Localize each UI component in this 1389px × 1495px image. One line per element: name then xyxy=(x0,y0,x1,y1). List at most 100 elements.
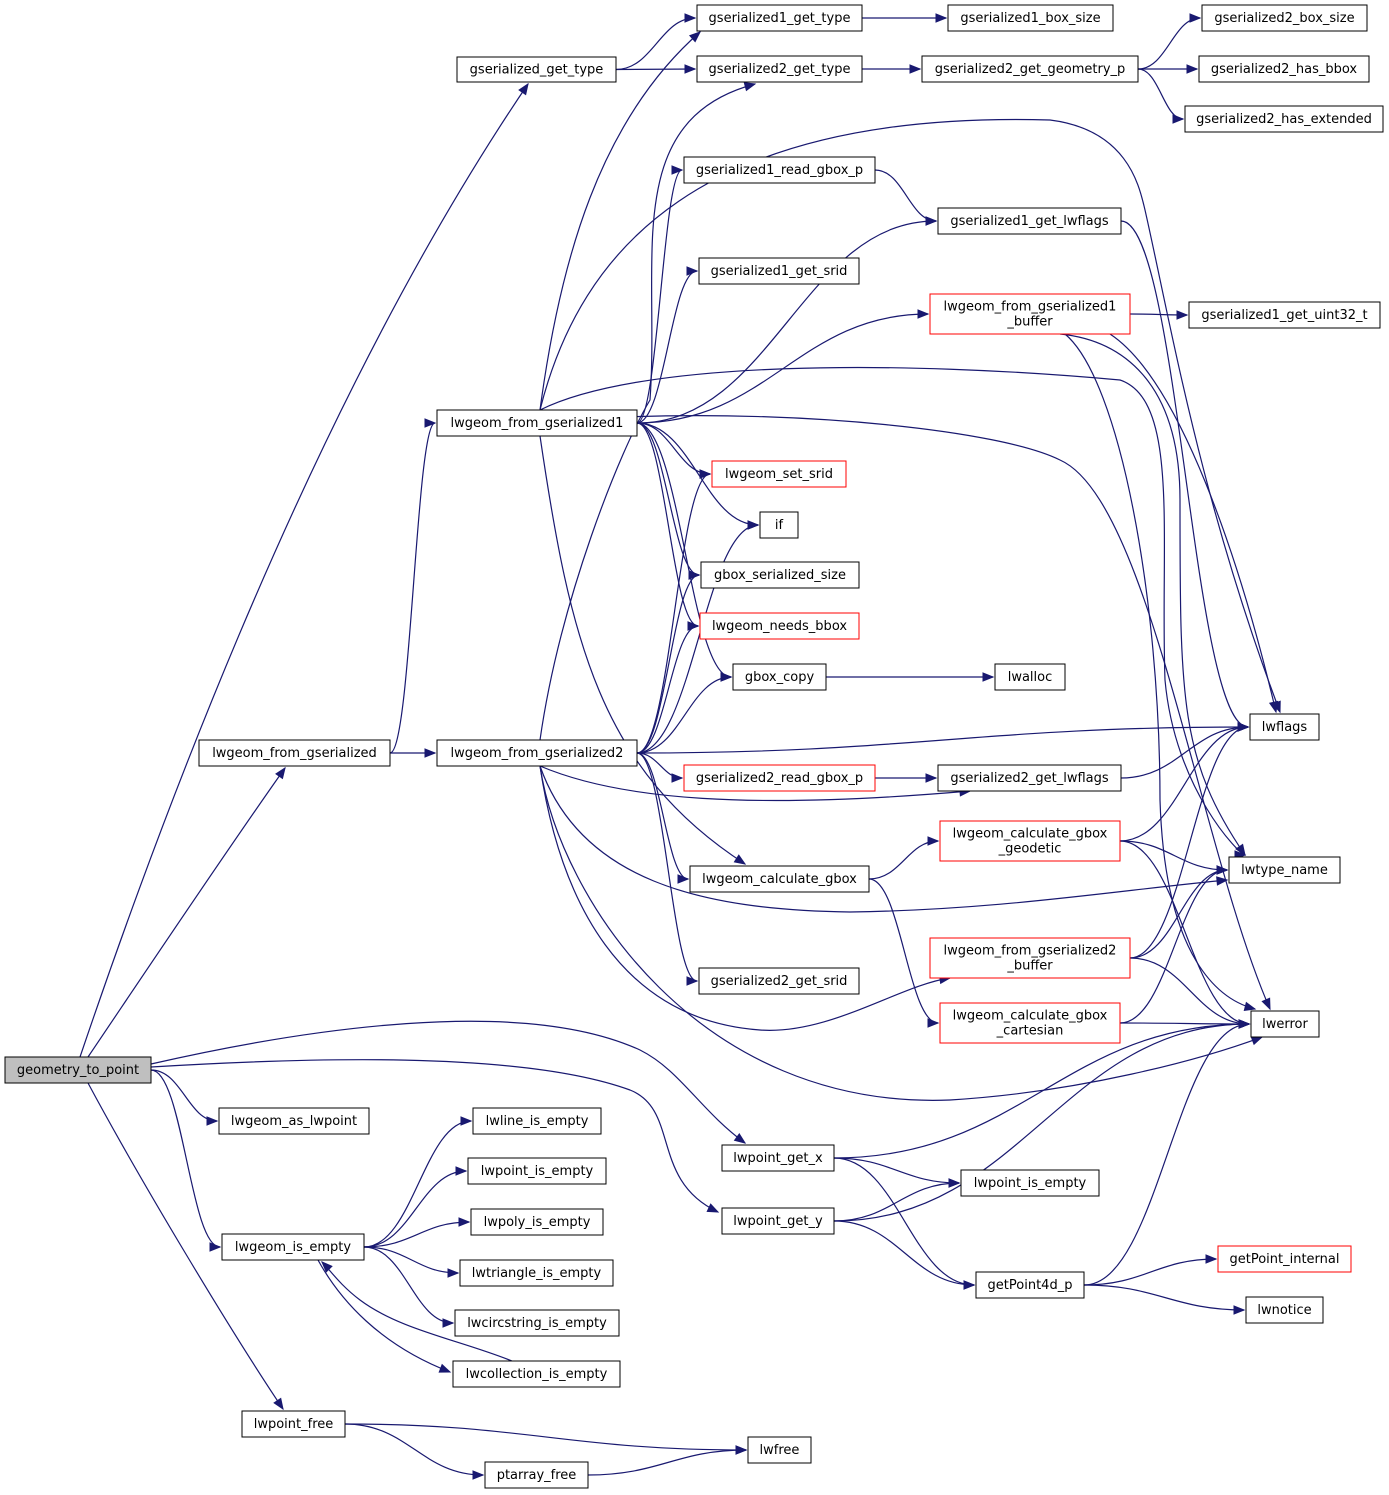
node-lwcollection-is-empty[interactable]: lwcollection_is_empty xyxy=(452,1360,621,1388)
node-gserialized2-has-bbox[interactable]: gserialized2_has_bbox xyxy=(1198,55,1370,83)
node-label: ptarray_free xyxy=(497,1468,577,1483)
edge-geometry_to_point-to-lwpoint_get_y xyxy=(150,1059,719,1213)
node-box xyxy=(699,612,860,640)
arrowhead-geometry_to_point-to-lwgeom_is_empty xyxy=(209,1242,222,1252)
arrowhead-ptarray_free-to-lwfree xyxy=(735,1445,748,1455)
node-gserialized1-box-size[interactable]: gserialized1_box_size xyxy=(947,4,1114,32)
node-lwpoint-get-y[interactable]: lwpoint_get_y xyxy=(721,1207,835,1235)
node-lwnotice[interactable]: lwnotice xyxy=(1245,1296,1324,1324)
node-lwgeom-set-srid[interactable]: lwgeom_set_srid xyxy=(711,460,847,488)
arrowhead-lwgeom_from_gserialized2-to-gbox_copy xyxy=(720,672,733,682)
arrowhead-lwgeom_from_gserialized2-to-lwgeom_set_srid xyxy=(699,469,712,479)
node-gserialized1-read-gbox-p[interactable]: gserialized1_read_gbox_p xyxy=(683,156,876,184)
node-gserialized1-get-type[interactable]: gserialized1_get_type xyxy=(696,4,863,32)
edge-lwgeom_calculate_gbox_geodetic-to-lwerror xyxy=(1119,840,1250,1025)
node-label: lwcollection_is_empty xyxy=(466,1367,608,1382)
arrowhead-lwgeom_is_empty-to-lwcircstring_is_empty xyxy=(442,1318,455,1328)
node-lwpoint-get-x[interactable]: lwpoint_get_x xyxy=(721,1144,835,1172)
node-box xyxy=(759,511,799,539)
node-lwgeom-from-gserialized[interactable]: lwgeom_from_gserialized xyxy=(198,739,391,767)
edge-geometry_to_point-to-lwpoint_get_x xyxy=(150,1020,746,1144)
node-lwgeom-calculate-gbox-cartesian[interactable]: lwgeom_calculate_gbox_cartesian xyxy=(939,1002,1121,1044)
node-box xyxy=(696,4,863,32)
node-gbox-copy[interactable]: gbox_copy xyxy=(732,663,827,691)
node-lwpoint-is-empty-l[interactable]: lwpoint_is_empty xyxy=(467,1157,607,1185)
node-box xyxy=(452,1360,621,1388)
node-getPoint-internal[interactable]: getPoint_internal xyxy=(1217,1245,1352,1273)
node-lwgeom-needs-bbox[interactable]: lwgeom_needs_bbox xyxy=(699,612,860,640)
node-lwgeom-from-gserialized1-buffer[interactable]: lwgeom_from_gserialized1_buffer xyxy=(929,293,1131,335)
node-lwgeom-calculate-gbox-geodetic[interactable]: lwgeom_calculate_gbox_geodetic xyxy=(939,820,1121,862)
node-box xyxy=(696,55,863,83)
node-gserialized-get-type[interactable]: gserialized_get_type xyxy=(456,56,617,83)
node-gserialized1-get-uint32-t[interactable]: gserialized1_get_uint32_t xyxy=(1188,301,1381,329)
arrowhead-lwgeom_from_gserialized1-to-gserialized1_read_gbox_p xyxy=(671,165,684,175)
node-ptarray-free[interactable]: ptarray_free xyxy=(484,1461,589,1489)
arrowhead-gserialized1_get_type-to-gserialized1_box_size xyxy=(935,13,948,23)
node-label: gserialized1_get_uint32_t xyxy=(1201,308,1367,323)
node-gserialized2-get-type[interactable]: gserialized2_get_type xyxy=(696,55,863,83)
node-lwalloc[interactable]: lwalloc xyxy=(994,663,1066,691)
arrowhead-lwgeom_is_empty-to-lwtriangle_is_empty xyxy=(447,1268,460,1278)
node-getPoint4d-p[interactable]: getPoint4d_p xyxy=(975,1271,1085,1299)
node-label: _geodetic xyxy=(998,842,1062,857)
node-gserialized2-get-srid[interactable]: gserialized2_get_srid xyxy=(698,967,860,995)
edge-getPoint4d_p-to-lwerror xyxy=(1083,1023,1250,1286)
node-lwcircstring-is-empty[interactable]: lwcircstring_is_empty xyxy=(454,1309,620,1337)
node-if[interactable]: if xyxy=(759,511,799,539)
node-label: gserialized2_read_gbox_p xyxy=(696,771,863,786)
edge-lwgeom_from_gserialized1-to-gserialized1_get_lwflags xyxy=(636,220,937,424)
arrowhead-lwgeom_from_gserialized1-to-gserialized1_get_type xyxy=(688,31,702,43)
edge-lwpoint_get_y-to-lwerror xyxy=(833,1023,1250,1222)
arrowhead-lwpoint_free-to-ptarray_free xyxy=(472,1470,485,1480)
node-geometry-to-point[interactable]: geometry_to_point xyxy=(4,1056,152,1084)
arrowhead-lwgeom_from_gserialized1_buffer-to-lwtype_name xyxy=(1235,843,1246,857)
node-lwflags[interactable]: lwflags xyxy=(1249,713,1320,741)
node-lwgeom-is-empty[interactable]: lwgeom_is_empty xyxy=(221,1233,365,1261)
arrowhead-lwgeom_from_gserialized2-to-lwgeom_needs_bbox xyxy=(687,621,700,631)
edge-gserialized2_get_geometry_p-to-gserialized2_has_extended xyxy=(1137,68,1184,120)
node-lwerror[interactable]: lwerror xyxy=(1250,1010,1320,1038)
node-box xyxy=(1250,1010,1320,1038)
node-gserialized1-get-lwflags[interactable]: gserialized1_get_lwflags xyxy=(937,207,1122,235)
node-gserialized1-get-srid[interactable]: gserialized1_get_srid xyxy=(698,257,860,285)
node-label: lwfree xyxy=(760,1443,800,1458)
arrowhead-gserialized2_get_geometry_p-to-gserialized2_has_extended xyxy=(1172,114,1185,124)
node-box xyxy=(929,293,1131,335)
node-label: gserialized2_has_bbox xyxy=(1211,62,1358,77)
node-lwgeom-calculate-gbox[interactable]: lwgeom_calculate_gbox xyxy=(689,865,870,893)
node-lwtype-name[interactable]: lwtype_name xyxy=(1228,856,1341,884)
edge-lwgeom_from_gserialized2-to-lwflags xyxy=(636,726,1249,754)
node-lwtriangle-is-empty[interactable]: lwtriangle_is_empty xyxy=(459,1259,614,1287)
edge-gserialized_get_type-to-gserialized1_get_type xyxy=(615,17,696,71)
node-lwgeom-from-gserialized2[interactable]: lwgeom_from_gserialized2 xyxy=(436,739,638,767)
node-lwline-is-empty[interactable]: lwline_is_empty xyxy=(472,1107,602,1135)
edge-lwpoint_get_y-to-getPoint4d_p xyxy=(833,1220,975,1286)
node-gserialized2-get-geometry-p[interactable]: gserialized2_get_geometry_p xyxy=(921,55,1139,83)
node-gserialized2-has-extended[interactable]: gserialized2_has_extended xyxy=(1184,105,1384,133)
node-gserialized2-get-lwflags[interactable]: gserialized2_get_lwflags xyxy=(937,764,1122,792)
edge-lwgeom_from_gserialized-to-lwgeom_from_gserialized1 xyxy=(389,422,436,754)
node-box xyxy=(721,1144,835,1172)
node-label: gserialized_get_type xyxy=(470,63,604,78)
node-label: lwgeom_from_gserialized1 xyxy=(451,416,624,431)
node-gserialized2-box-size[interactable]: gserialized2_box_size xyxy=(1201,4,1368,32)
edge-lwgeom_from_gserialized2-to-gserialized2_get_type xyxy=(539,83,756,741)
node-lwgeom-as-lwpoint[interactable]: lwgeom_as_lwpoint xyxy=(218,1107,370,1135)
node-box xyxy=(1249,713,1320,741)
node-lwpoly-is-empty[interactable]: lwpoly_is_empty xyxy=(470,1208,604,1236)
node-lwfree[interactable]: lwfree xyxy=(747,1436,812,1464)
node-lwgeom-from-gserialized1[interactable]: lwgeom_from_gserialized1 xyxy=(436,409,638,437)
node-label: lwpoint_get_y xyxy=(733,1214,823,1229)
node-lwpoint-free[interactable]: lwpoint_free xyxy=(241,1410,346,1438)
node-box xyxy=(975,1271,1085,1299)
node-lwpoint-is-empty-r[interactable]: lwpoint_is_empty xyxy=(960,1169,1100,1197)
edge-lwgeom_from_gserialized1-to-if xyxy=(636,422,759,526)
node-gbox-serialized-size[interactable]: gbox_serialized_size xyxy=(700,561,860,589)
arrowhead-lwpoint_get_y-to-lwpoint_is_empty_r xyxy=(948,1178,961,1188)
node-lwgeom-from-gserialized2-buffer[interactable]: lwgeom_from_gserialized2_buffer xyxy=(929,937,1131,979)
node-gserialized2-read-gbox-p[interactable]: gserialized2_read_gbox_p xyxy=(683,764,876,792)
arrowhead-gserialized2_get_geometry_p-to-gserialized2_box_size xyxy=(1189,13,1202,23)
arrowhead-lwgeom_from_gserialized-to-lwgeom_from_gserialized2 xyxy=(424,748,437,758)
arrowhead-geometry_to_point-to-lwpoint_get_y xyxy=(706,1203,720,1213)
